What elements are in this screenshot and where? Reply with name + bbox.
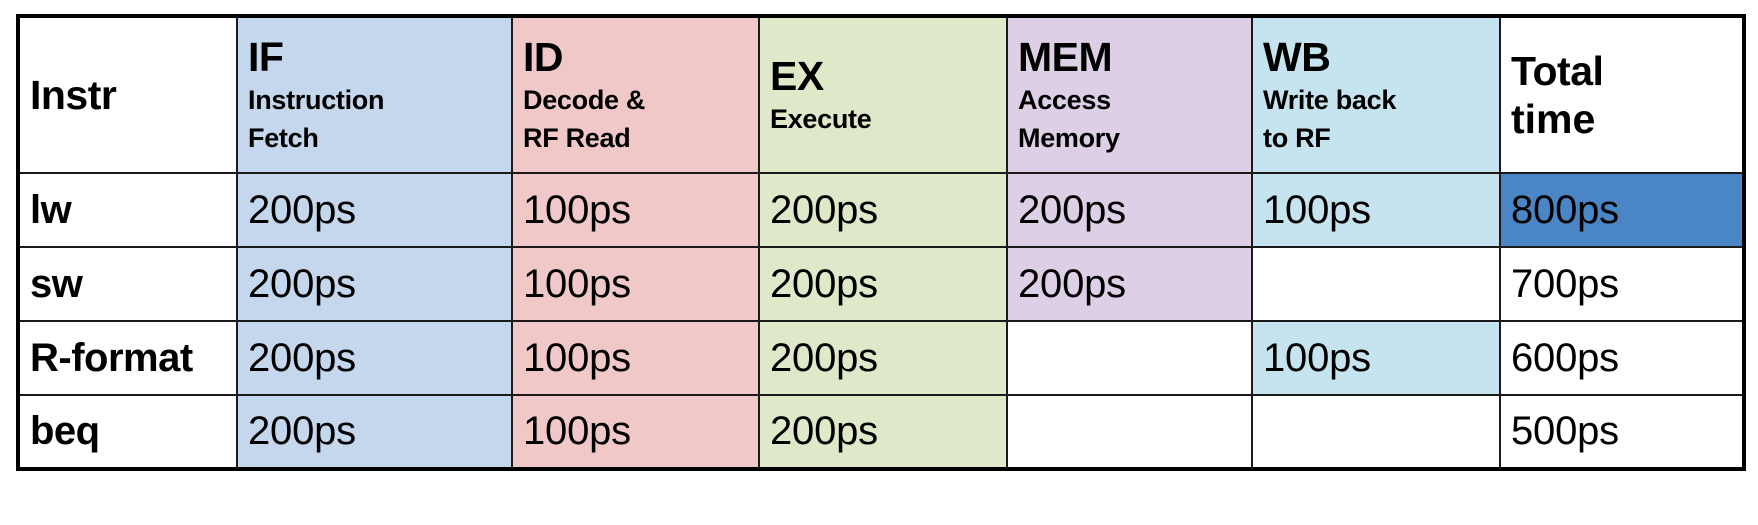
timing-cell: 200ps	[236, 394, 513, 470]
timing-value: 100ps	[523, 335, 631, 380]
timing-value: 700ps	[1511, 261, 1619, 306]
header-cell-instr: Instr	[17, 15, 238, 174]
timing-value: 200ps	[248, 409, 356, 453]
timing-value: 100ps	[1263, 187, 1371, 232]
timing-value: 100ps	[523, 409, 631, 453]
timing-value: 200ps	[770, 187, 878, 232]
header-desc-id-line2: RF Read	[523, 123, 631, 153]
timing-value: 500ps	[1511, 409, 1619, 453]
timing-cell: 200ps	[758, 320, 1008, 396]
header-desc-wb-line1: Write back	[1263, 85, 1397, 115]
timing-cell: 600ps	[1499, 320, 1745, 396]
header-abbr-if: IF	[248, 34, 284, 80]
table-row: sw 200ps 100ps 200ps 200ps 700ps	[17, 246, 1745, 322]
header-cell-total: Total time	[1499, 15, 1745, 174]
timing-cell: 200ps	[236, 246, 513, 322]
timing-cell	[1006, 320, 1253, 396]
header-desc-if-line1: Instruction	[248, 85, 385, 115]
timing-value: 200ps	[248, 261, 356, 306]
timing-cell: 100ps	[1251, 172, 1501, 248]
timing-cell: 100ps	[511, 246, 760, 322]
table-row: lw 200ps 100ps 200ps 200ps 100ps 800ps	[17, 172, 1745, 248]
timing-cell: 200ps	[236, 172, 513, 248]
timing-cell: 500ps	[1499, 394, 1745, 470]
timing-value: 200ps	[770, 261, 878, 306]
instruction-name-cell: R-format	[17, 320, 238, 396]
timing-cell: 100ps	[1251, 320, 1501, 396]
header-desc-mem-line2: Memory	[1018, 123, 1120, 153]
timing-cell: 200ps	[758, 246, 1008, 322]
instruction-name: lw	[30, 187, 72, 232]
timing-cell	[1251, 394, 1501, 470]
instruction-name-cell: sw	[17, 246, 238, 322]
timing-value: 800ps	[1511, 187, 1619, 232]
header-cell-wb: WB Write back to RF	[1251, 15, 1501, 174]
timing-value: 600ps	[1511, 335, 1619, 380]
header-desc-mem-line1: Access	[1018, 85, 1111, 115]
header-desc-ex-line1: Execute	[770, 104, 872, 134]
timing-value: 200ps	[1018, 261, 1126, 306]
header-cell-ex: EX Execute	[758, 15, 1008, 174]
timing-value: 200ps	[770, 335, 878, 380]
header-abbr-total-line1: Total	[1511, 48, 1604, 94]
instruction-name: R-format	[30, 335, 193, 380]
timing-cell: 200ps	[1006, 246, 1253, 322]
header-abbr-ex: EX	[770, 53, 824, 99]
table-row: R-format 200ps 100ps 200ps 100ps 600ps	[17, 320, 1745, 396]
timing-cell: 200ps	[236, 320, 513, 396]
timing-value: 200ps	[248, 187, 356, 232]
timing-cell: 100ps	[511, 320, 760, 396]
timing-value: 200ps	[1018, 187, 1126, 232]
instruction-name-cell: beq	[17, 394, 238, 470]
instruction-name: beq	[30, 409, 100, 453]
header-abbr-instr: Instr	[30, 72, 117, 118]
timing-cell: 100ps	[511, 394, 760, 470]
timing-cell: 100ps	[511, 172, 760, 248]
timing-cell: 700ps	[1499, 246, 1745, 322]
header-desc-id-line1: Decode &	[523, 85, 646, 115]
timing-value: 100ps	[523, 187, 631, 232]
instruction-name: sw	[30, 261, 83, 306]
timing-value: 200ps	[770, 409, 878, 453]
header-desc-if-line2: Fetch	[248, 123, 319, 153]
header-abbr-id: ID	[523, 34, 564, 80]
timing-cell	[1251, 246, 1501, 322]
header-cell-if: IF Instruction Fetch	[236, 15, 513, 174]
table-body: Instr IF Instruction Fetch ID Decode & R…	[17, 15, 1745, 470]
pipeline-timing-table: Instr IF Instruction Fetch ID Decode & R…	[16, 14, 1746, 471]
timing-cell: 200ps	[1006, 172, 1253, 248]
table-row: beq 200ps 100ps 200ps 500ps	[17, 394, 1745, 470]
header-abbr-mem: MEM	[1018, 34, 1113, 80]
timing-cell-highlighted: 800ps	[1499, 172, 1745, 248]
timing-value: 100ps	[523, 261, 631, 306]
timing-cell	[1006, 394, 1253, 470]
header-abbr-wb: WB	[1263, 34, 1331, 80]
timing-value: 200ps	[248, 335, 356, 380]
header-cell-mem: MEM Access Memory	[1006, 15, 1253, 174]
header-cell-id: ID Decode & RF Read	[511, 15, 760, 174]
timing-cell: 200ps	[758, 172, 1008, 248]
header-abbr-total-line2: time	[1511, 96, 1596, 142]
timing-value: 100ps	[1263, 335, 1371, 380]
table-header-row: Instr IF Instruction Fetch ID Decode & R…	[17, 15, 1745, 174]
timing-cell: 200ps	[758, 394, 1008, 470]
header-desc-wb-line2: to RF	[1263, 123, 1331, 153]
instruction-name-cell: lw	[17, 172, 238, 248]
